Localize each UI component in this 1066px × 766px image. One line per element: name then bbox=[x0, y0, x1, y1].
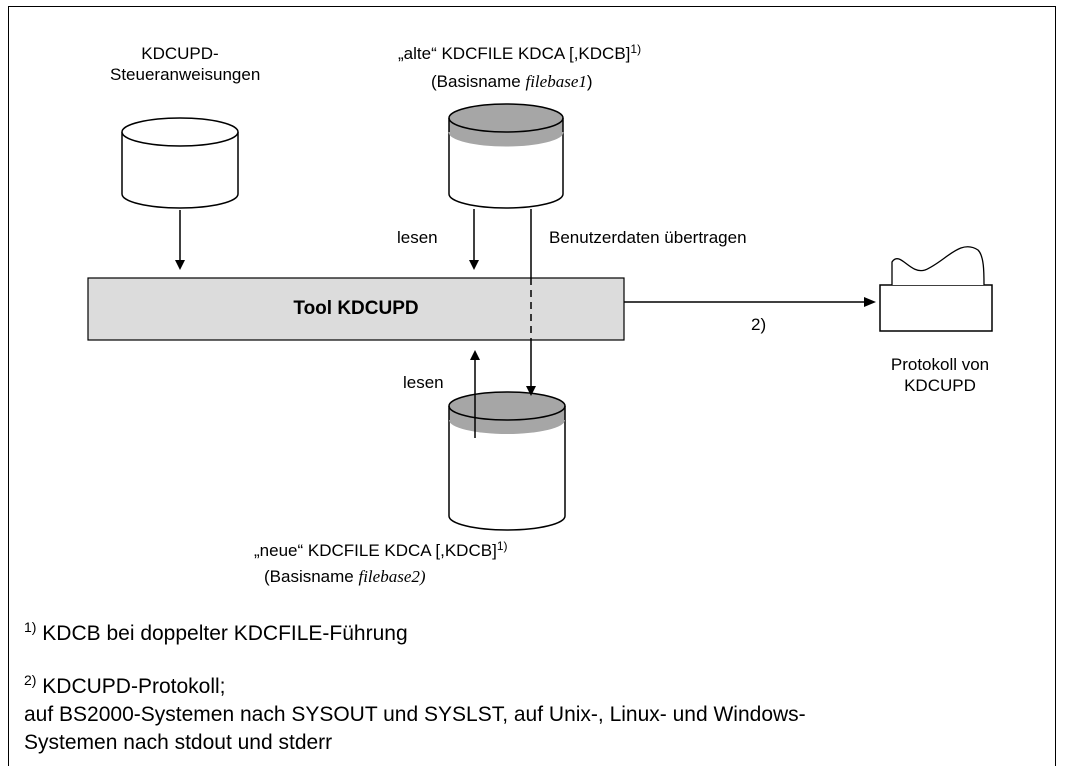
protocol-printer-icon bbox=[879, 246, 993, 332]
footnote-2-line2: auf BS2000-Systemen nach SYSOUT und SYSL… bbox=[24, 703, 806, 726]
tool-kdcupd-label: Tool KDCUPD bbox=[293, 298, 419, 319]
footnote-2-line1: KDCUPD-Protokoll; bbox=[36, 675, 226, 698]
new-kdcfile-footnote-ref: 1) bbox=[496, 539, 508, 553]
new-basename-prefix: (Basisname bbox=[264, 567, 359, 586]
old-basename-close: ) bbox=[586, 72, 593, 91]
protocol-line1: Protokoll von bbox=[890, 355, 990, 374]
old-kdcfile-label: „alte“ KDCFILE KDCA [,KDCB]1) bbox=[398, 43, 641, 64]
footnote-2: 2) KDCUPD-Protokoll; auf BS2000-Systemen… bbox=[24, 673, 806, 757]
control-statements-line2: Steueranweisungen bbox=[110, 65, 261, 84]
arrow-read-new bbox=[470, 350, 480, 438]
old-kdcfile-basename: (Basisname filebase1) bbox=[431, 71, 593, 92]
old-kdcfile-disk bbox=[448, 103, 564, 209]
control-statements-label: KDCUPD- Steueranweisungen bbox=[110, 43, 261, 85]
protocol-line2: KDCUPD bbox=[904, 376, 976, 395]
old-basename-value: filebase1 bbox=[525, 72, 587, 91]
protocol-footnote-ref: 2) bbox=[751, 315, 767, 334]
control-statements-disk bbox=[121, 117, 239, 209]
old-kdcfile-title: „alte“ KDCFILE KDCA [,KDCB] bbox=[398, 44, 631, 63]
control-statements-line1: KDCUPD- bbox=[141, 44, 219, 63]
arrow-input-to-tool bbox=[175, 210, 185, 270]
new-kdcfile-disk bbox=[448, 391, 566, 531]
protocol-label: Protokoll von KDCUPD bbox=[870, 354, 1010, 396]
new-basename-value: filebase2) bbox=[358, 567, 426, 586]
footnote-1-mark: 1) bbox=[24, 619, 37, 635]
old-kdcfile-footnote-ref: 1) bbox=[630, 42, 642, 56]
arrow-transfer-user-data bbox=[526, 209, 536, 396]
footnote-2-line3: Systemen nach stdout und stderr bbox=[24, 731, 333, 754]
footnote-1: 1) KDCB bei doppelter KDCFILE-Führung bbox=[24, 620, 408, 648]
arrow-tool-to-protocol bbox=[624, 297, 876, 307]
footnote-2-mark: 2) bbox=[24, 672, 37, 688]
footnote-1-text: KDCB bei doppelter KDCFILE-Führung bbox=[36, 622, 408, 645]
new-kdcfile-basename: (Basisname filebase2) bbox=[264, 566, 426, 587]
arrow-read-old bbox=[469, 209, 479, 270]
read-label-bottom: lesen bbox=[403, 373, 444, 392]
old-basename-prefix: (Basisname bbox=[431, 72, 526, 91]
read-label-top: lesen bbox=[397, 228, 438, 247]
tool-kdcupd-box bbox=[87, 277, 625, 341]
transfer-label: Benutzerdaten übertragen bbox=[549, 228, 747, 247]
figure-frame bbox=[8, 6, 1056, 766]
new-kdcfile-title: „neue“ KDCFILE KDCA [,KDCB] bbox=[254, 541, 497, 560]
new-kdcfile-label: „neue“ KDCFILE KDCA [,KDCB]1) bbox=[254, 540, 507, 561]
